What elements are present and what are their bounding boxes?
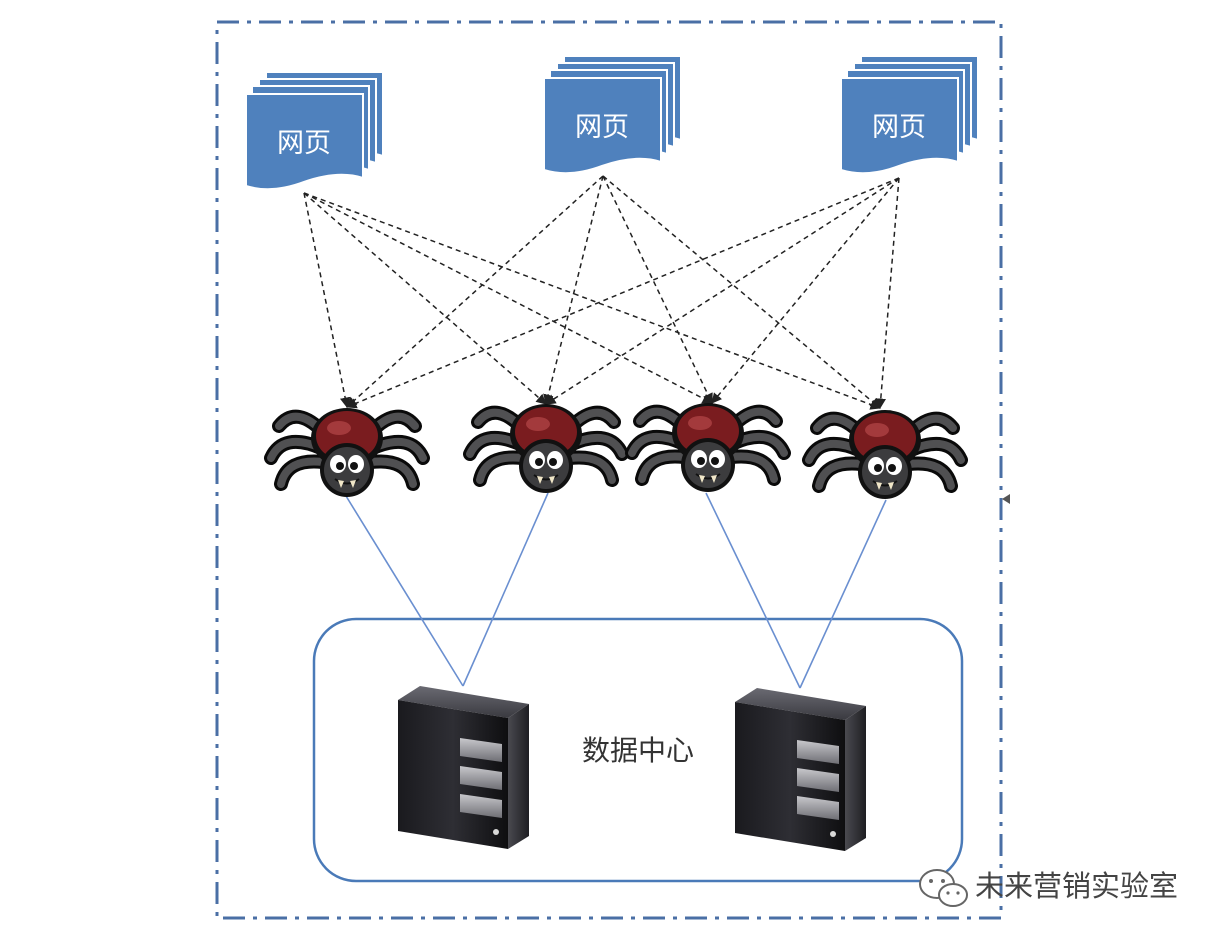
wechat-icon (919, 869, 968, 907)
crawl-arrow (602, 175, 713, 404)
web-page-stack: 网页 (245, 71, 384, 191)
watermark-text: 未来营销实验室 (975, 869, 1178, 903)
spider-icon (802, 410, 968, 499)
crawl-arrow (303, 192, 713, 404)
crawl-arrow (543, 175, 604, 406)
link-line (462, 492, 549, 687)
crawl-arrow (346, 177, 900, 409)
page-label: 网页 (872, 112, 926, 143)
crawl-arrow (602, 175, 881, 409)
outer-frame (215, 20, 1003, 920)
web-page-stack: 网页 (840, 55, 979, 175)
server-icon (735, 688, 866, 851)
crawl-arrow (346, 175, 604, 408)
server-icon (398, 686, 529, 849)
frame-edge-marker (1002, 494, 1010, 504)
link-line (705, 492, 801, 689)
crawl-arrow (711, 177, 900, 404)
link-line (345, 495, 464, 687)
web-page-stack: 网页 (543, 55, 682, 175)
crawl-arrow (303, 192, 351, 409)
link-line (799, 499, 887, 689)
crawl-arrows (303, 175, 900, 410)
page-label: 网页 (575, 112, 629, 143)
crawl-arrow (875, 177, 900, 410)
data-center-box (312, 617, 964, 883)
data-center-label: 数据中心 (582, 734, 694, 767)
spider-icon (625, 403, 791, 492)
spider-icon (463, 404, 629, 493)
crawl-arrow (303, 192, 881, 410)
page-label: 网页 (277, 128, 331, 159)
spider-icon (264, 408, 430, 497)
spider-server-links (345, 492, 887, 689)
crawl-arrow (545, 177, 900, 405)
